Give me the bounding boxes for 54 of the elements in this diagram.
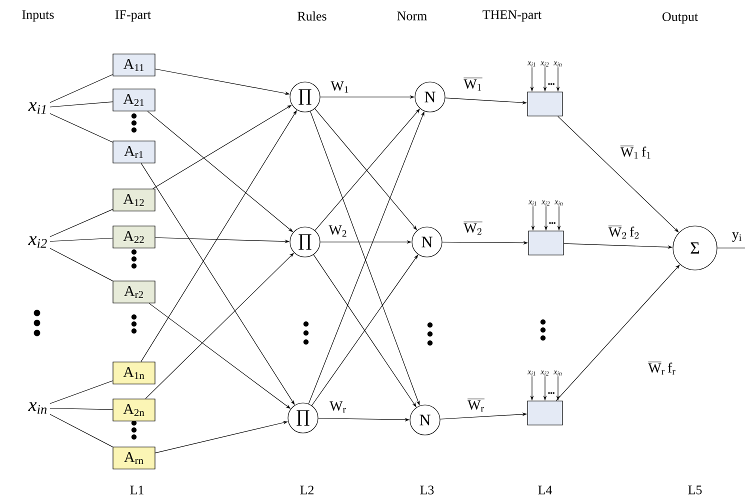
edge-label: $\overline{\mathrm{W}}_1\,\mathrm{f}_1$ xyxy=(619,144,653,160)
column-heading: Output xyxy=(662,12,698,24)
layer-label: L4 xyxy=(538,486,552,494)
column-heading: Rules xyxy=(298,11,326,21)
consequent-box xyxy=(527,400,563,426)
membership-box: A$_{rn}$ xyxy=(112,446,156,470)
input-label: x$_{i1}$ xyxy=(528,200,536,206)
edge-label: $\overline{\mathrm{W}_2}$ xyxy=(462,220,484,236)
column-heading: Inputs xyxy=(22,10,54,22)
edge-label: y$_{i}$ xyxy=(730,231,744,243)
edge-label: $\overline{\mathrm{W}_\mathrm{r}}$ xyxy=(466,397,486,413)
membership-box: A$_{2n}$ xyxy=(112,398,156,422)
membership-box: A$_{1n}$ xyxy=(112,362,156,384)
input-label: x$_{i2}$ xyxy=(540,370,549,376)
input-label: x$_{i1}$ xyxy=(528,370,536,376)
membership-box: A$_{r1}$ xyxy=(112,140,156,164)
edge-label: $\overline{\mathrm{W}}_\mathrm{r}\,\mathrm{f}_\mathrm{r}$ xyxy=(647,360,677,376)
input-label: x$_{i1}$ xyxy=(528,62,536,66)
norm-node: N xyxy=(410,404,440,436)
column-heading: IF-part xyxy=(115,10,151,22)
edge-label: W$_{2}$ xyxy=(328,224,348,238)
product-node: ∏ xyxy=(290,226,320,258)
membership-box: A$_{12}$ xyxy=(112,188,156,212)
layer-label: L1 xyxy=(130,486,144,494)
sum-node: Σ xyxy=(672,226,718,270)
input-label: x$_{i2}$ xyxy=(540,62,549,66)
column-heading: Norm xyxy=(397,12,427,20)
membership-box: A$_{r2}$ xyxy=(112,280,156,304)
consequent-box xyxy=(528,230,564,256)
arrow xyxy=(140,110,297,362)
column-heading: THEN-part xyxy=(482,10,542,22)
input-label: x$_{i2}$ xyxy=(542,200,550,206)
input-label: x$_{in}$ xyxy=(28,402,47,414)
edge-label: $\overline{\mathrm{W}_1}$ xyxy=(462,76,484,92)
membership-box: A$_{22}$ xyxy=(112,226,156,248)
layer-label: L2 xyxy=(300,486,314,494)
input-label: x$_{i1}$ xyxy=(28,102,46,114)
edge-label: W$_{r}$ xyxy=(328,400,348,414)
arrow xyxy=(556,264,680,401)
input-label: x$_{in}$ xyxy=(554,200,563,206)
product-node: ∏ xyxy=(290,82,320,112)
edge-label: $\overline{\mathrm{W}}_2\,\mathrm{f}_2$ xyxy=(607,224,641,240)
consequent-box xyxy=(527,92,563,116)
input-label: x$_{in}$ xyxy=(554,370,562,376)
norm-node: N xyxy=(412,226,442,258)
membership-box: A$_{21}$ xyxy=(112,88,156,112)
membership-box: A$_{11}$ xyxy=(112,54,156,76)
layer-label: L5 xyxy=(688,486,702,494)
input-label: x$_{in}$ xyxy=(554,62,562,66)
input-label: x$_{i2}$ xyxy=(28,236,47,248)
norm-node: N xyxy=(414,82,446,112)
product-node: ∏ xyxy=(288,402,318,434)
edge-label: W$_{1}$ xyxy=(330,80,350,94)
layer-label: L3 xyxy=(420,486,434,494)
